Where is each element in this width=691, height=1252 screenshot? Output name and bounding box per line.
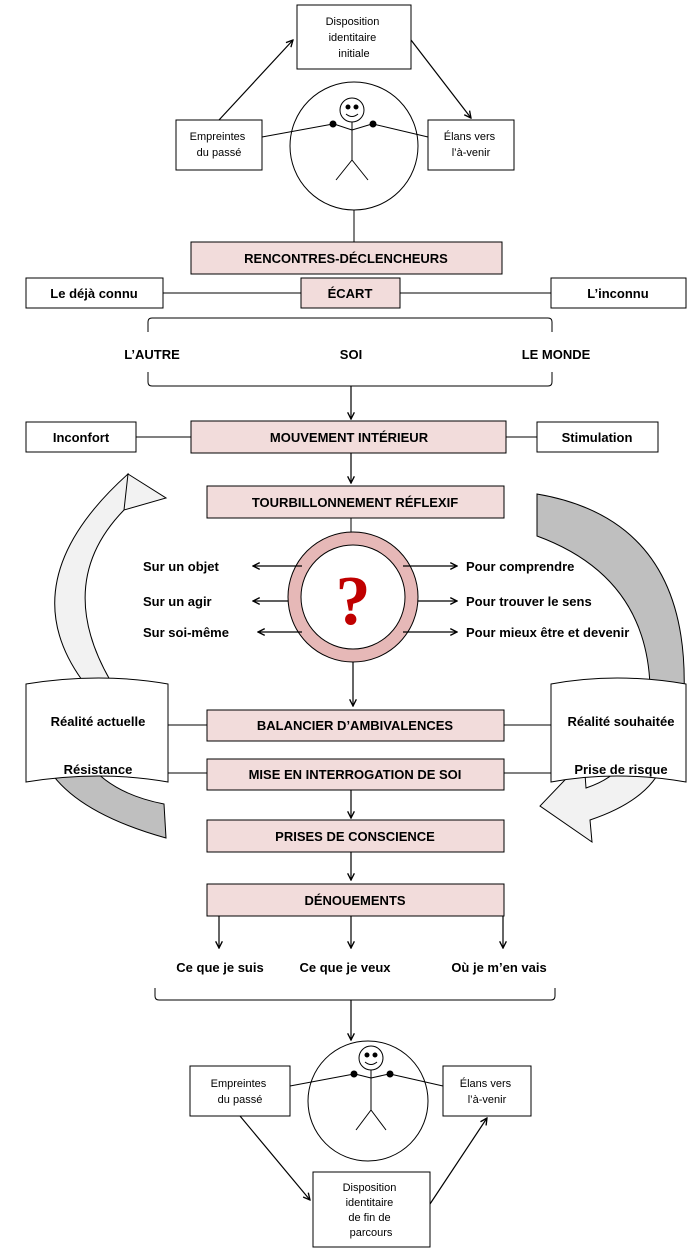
bottom-left-arm-link — [289, 1073, 355, 1087]
top-person-group: Disposition identitaire initiale Emprein… — [175, 4, 515, 211]
tourbillonnement-label: TOURBILLONNEMENT RÉFLEXIF — [252, 495, 458, 510]
top-elans-label: Élans vers l’à-venir — [444, 130, 498, 159]
target-pour-comprendre: Pour comprendre — [466, 559, 574, 574]
stimulation-box — [536, 421, 659, 453]
denouements-label: DÉNOUEMENTS — [304, 893, 405, 908]
inconnu-box — [550, 277, 687, 309]
tourbillonnement-box — [206, 485, 505, 519]
target-sur-agir: Sur un agir — [143, 594, 212, 609]
bottom-right-arm-link — [389, 1073, 444, 1087]
left-scroll-realite: Réalité actuelle — [51, 714, 146, 729]
top-person-circle — [289, 81, 419, 211]
target-pour-trouver: Pour trouver le sens — [466, 594, 592, 609]
target-sur-objet: Sur un objet — [143, 559, 220, 574]
triad-soi: SOI — [340, 347, 362, 362]
disposition-to-elans-arrow — [410, 39, 471, 118]
outcome-ou-je-m-en-vais: Où je m’en vais — [451, 960, 546, 975]
ecart-box — [300, 277, 401, 309]
outcomes-bracket — [154, 988, 556, 1001]
top-empreintes-label: Empreintes du passé — [190, 131, 249, 159]
mise-label: MISE EN INTERROGATION DE SOI — [249, 767, 462, 782]
denouements-box — [206, 883, 505, 917]
deja-connu-label: Le déjà connu — [50, 286, 137, 301]
right-scroll-realite: Réalité souhaitée — [568, 714, 675, 729]
ecart-label: ÉCART — [328, 286, 373, 301]
question-mark-icon: ? — [336, 563, 371, 640]
triad-bracket — [147, 317, 553, 387]
mise-box — [206, 758, 505, 791]
prises-label: PRISES DE CONSCIENCE — [275, 829, 435, 844]
right-scroll-risque: Prise de risque — [574, 762, 667, 777]
prises-box — [206, 819, 505, 853]
left-scroll-resistance: Résistance — [64, 762, 133, 777]
triad-monde: LE MONDE — [522, 347, 591, 362]
target-sur-soi: Sur soi-même — [143, 625, 229, 640]
bottom-elans-label: Élans vers l’à-venir — [460, 1077, 514, 1106]
bottom-elans-box — [442, 1065, 532, 1117]
outcome-ce-que-je-suis: Ce que je suis — [176, 960, 263, 975]
disposition-fin-box — [312, 1171, 431, 1248]
right-scroll-shape — [550, 677, 687, 783]
disposition-fin-to-elans-arrow — [429, 1118, 487, 1205]
bottom-empreintes-box — [189, 1065, 291, 1117]
top-empreintes-box — [175, 119, 263, 171]
top-right-arm-link — [372, 123, 429, 138]
bottom-empreintes-label: Empreintes du passé — [211, 1078, 270, 1106]
disposition-fin-label: Disposition identitaire de fin de parcou… — [343, 1182, 400, 1239]
rencontres-label: RENCONTRES-DÉCLENCHEURS — [244, 251, 448, 266]
mouvement-box — [190, 420, 507, 454]
stimulation-label: Stimulation — [562, 430, 633, 445]
rencontres-box — [190, 241, 503, 275]
deja-connu-box — [25, 277, 164, 309]
question-core — [300, 544, 406, 650]
inconnu-label: L’inconnu — [587, 286, 648, 301]
target-pour-mieux: Pour mieux être et devenir — [466, 625, 629, 640]
outcome-ce-que-je-veux: Ce que je veux — [299, 960, 391, 975]
top-stick-figure-icon — [333, 97, 373, 181]
bottom-person-circle — [307, 1040, 429, 1162]
inconfort-box — [25, 421, 137, 453]
left-scroll-shape — [25, 677, 169, 783]
top-elans-box — [427, 119, 515, 171]
balancier-box — [206, 709, 505, 742]
empreintes-to-disposition-fin-arrow — [239, 1115, 310, 1200]
disposition-initiale-box — [296, 4, 412, 70]
empreintes-to-disposition-arrow — [218, 40, 293, 121]
top-left-arm-link — [261, 123, 334, 138]
mouvement-label: MOUVEMENT INTÉRIEUR — [270, 430, 429, 445]
bottom-stick-figure-icon — [354, 1045, 390, 1131]
disposition-initiale-label: Disposition identitaire initiale — [326, 16, 383, 60]
bottom-person-group: Empreintes du passé Élans vers l’à-venir… — [189, 1040, 532, 1248]
triad-autre: L’AUTRE — [124, 347, 180, 362]
left-cycle-arrow-icon — [54, 472, 168, 681]
balancier-label: BALANCIER D’AMBIVALENCES — [257, 718, 454, 733]
inconfort-label: Inconfort — [53, 430, 110, 445]
